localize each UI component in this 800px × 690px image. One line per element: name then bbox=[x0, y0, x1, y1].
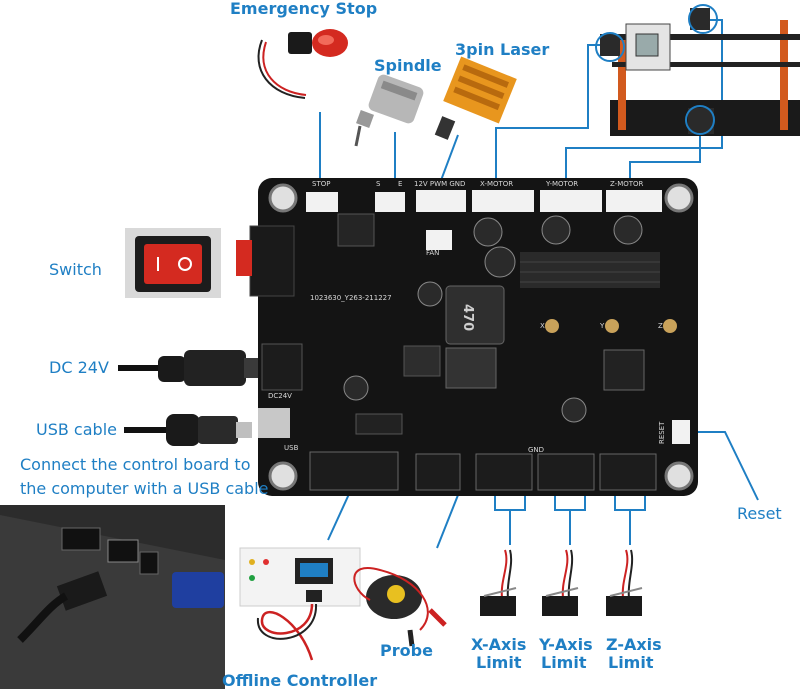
silk-gnd: GND bbox=[528, 446, 544, 454]
cnc-machine-image bbox=[595, 4, 800, 136]
dc-plug-image bbox=[118, 350, 266, 386]
silk-y-motor: Y-MOTOR bbox=[545, 180, 578, 188]
offline-controller-label: Offline Controller bbox=[222, 671, 378, 690]
silk-axis-z: Z bbox=[658, 322, 663, 330]
silk-stop: STOP bbox=[312, 180, 330, 188]
laptop-ports-image bbox=[0, 505, 225, 689]
silk-z-motor: Z-MOTOR bbox=[610, 180, 644, 188]
switch-image bbox=[125, 228, 221, 298]
connect-line1-label: Connect the control board to bbox=[20, 455, 251, 474]
x-limit-label-2: Limit bbox=[476, 653, 522, 672]
laser-image bbox=[434, 56, 517, 140]
y-limit-label-2: Limit bbox=[541, 653, 587, 672]
reset-label: Reset bbox=[737, 504, 782, 523]
silk-board-id: 1023630_Y263-211227 bbox=[310, 294, 392, 302]
silk-axis-y: Y bbox=[599, 322, 605, 330]
silk-x-motor: X-MOTOR bbox=[480, 180, 513, 188]
x-limit-label-1: X-Axis bbox=[471, 635, 527, 654]
probe-image bbox=[353, 567, 447, 647]
spindle-label: Spindle bbox=[374, 56, 442, 75]
silk-reset: RESET bbox=[658, 421, 666, 444]
limit-switch-z-image bbox=[606, 549, 643, 616]
probe-label: Probe bbox=[380, 641, 433, 660]
silk-axis-x: X bbox=[540, 322, 545, 330]
silk-usb: USB bbox=[284, 444, 299, 452]
board-silkscreen: STOP S E 12V PWM GND X-MOTOR Y-MOTOR Z-M… bbox=[268, 180, 666, 454]
emergency-stop-label: Emergency Stop bbox=[230, 0, 378, 18]
silk-spindle: S bbox=[376, 180, 381, 188]
connector-lines bbox=[319, 19, 759, 549]
limit-switch-y-image bbox=[542, 549, 579, 616]
silk-laser: 12V PWM GND bbox=[414, 180, 465, 188]
silk-inductor: 470 bbox=[460, 304, 475, 331]
dc-label: DC 24V bbox=[49, 358, 109, 377]
usb-cable-image bbox=[124, 414, 252, 446]
switch-label: Switch bbox=[49, 260, 102, 279]
laser-label: 3pin Laser bbox=[455, 40, 550, 59]
y-limit-label-1: Y-Axis bbox=[539, 635, 593, 654]
silk-e: E bbox=[398, 180, 402, 188]
connect-line2-label: the computer with a USB cable bbox=[20, 479, 269, 498]
control-board bbox=[236, 178, 698, 496]
emergency-stop-image bbox=[257, 29, 348, 99]
usb-cable-label: USB cable bbox=[36, 420, 117, 439]
limit-switch-x-image bbox=[480, 549, 517, 616]
offline-controller-image bbox=[239, 547, 361, 661]
z-limit-label-1: Z-Axis bbox=[606, 635, 662, 654]
spindle-image bbox=[354, 74, 424, 147]
z-limit-label-2: Limit bbox=[608, 653, 654, 672]
silk-fan: FAN bbox=[426, 249, 439, 257]
silk-dc24v: DC24V bbox=[268, 392, 292, 400]
